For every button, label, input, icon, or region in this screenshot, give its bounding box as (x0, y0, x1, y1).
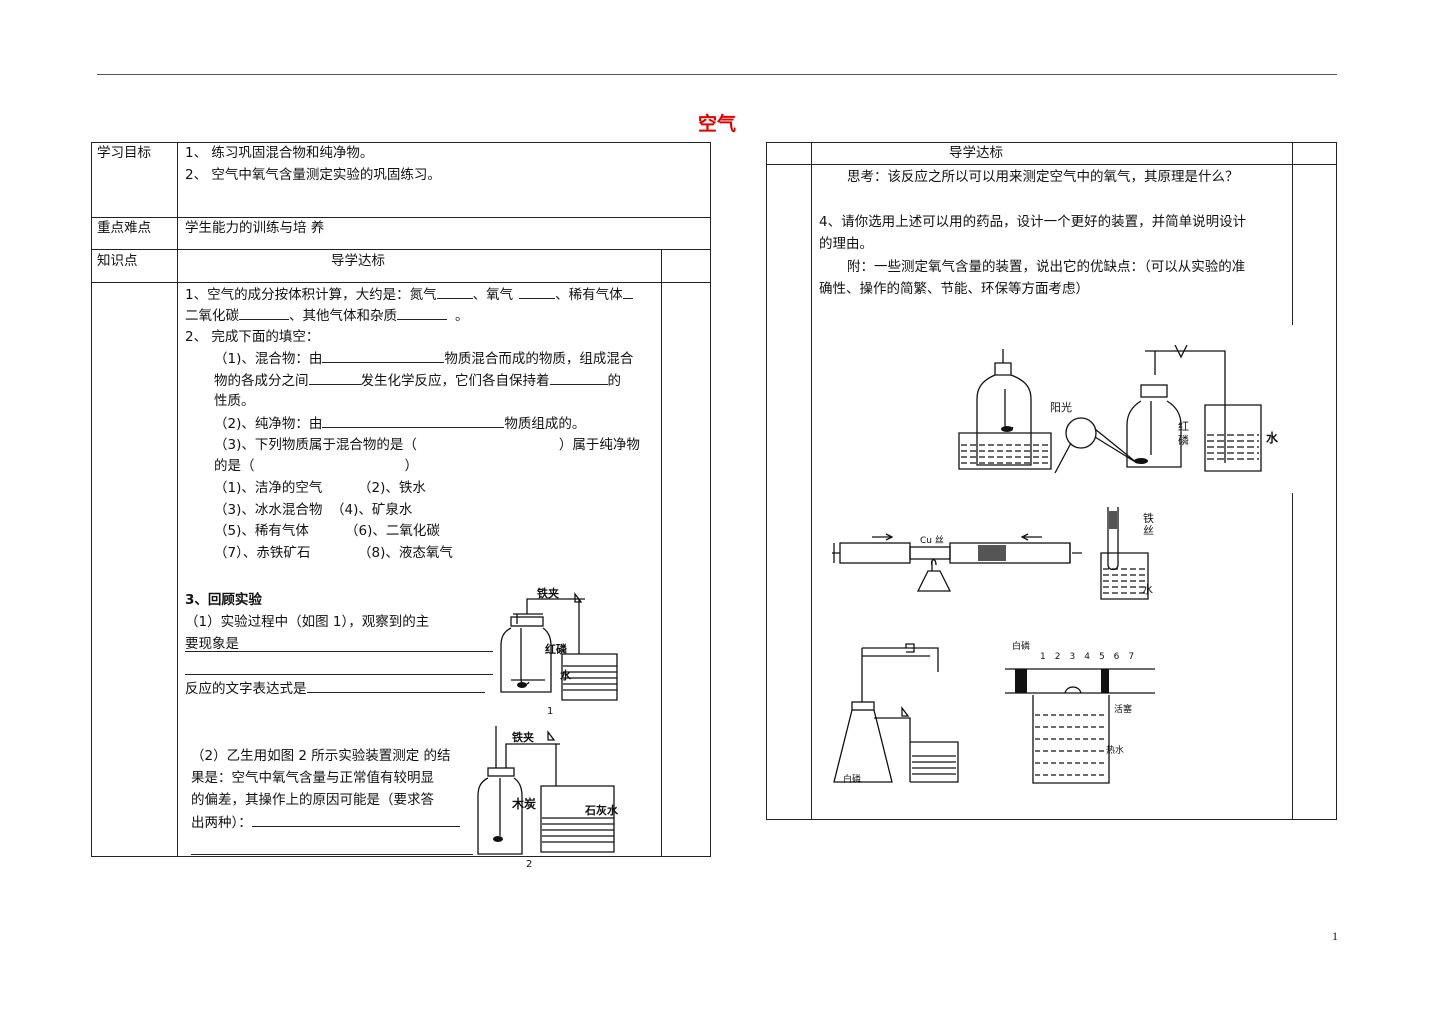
guide-header-right: 导学达标 (949, 145, 1003, 161)
q3-part1-line2: 要现象是 (185, 636, 239, 652)
option-6: （6)、二氧化碳 (345, 523, 440, 539)
q3-part2-line4: 出两种）： (191, 812, 460, 833)
label-goal: 学习目标 (97, 145, 151, 161)
figC-water-label: 水 (1142, 583, 1153, 596)
figC-iron-label-1: 铁 (1143, 512, 1154, 525)
goal-1: 1、 练习巩固混合物和纯净物。 (185, 145, 374, 161)
figA-sun-label: 阳光 (1050, 401, 1072, 414)
option-7: （7）、赤铁矿石 (214, 545, 311, 561)
fig1-water-label: 水 (560, 669, 571, 682)
option-3: （3)、冰水混合物 (214, 502, 323, 518)
page-number: 1 (1332, 929, 1338, 943)
fig2-charcoal-label: 木炭 (512, 797, 537, 811)
figE-piston-label: 活塞 (1114, 705, 1133, 715)
key-text: 学生能力的训练与培 养 (185, 220, 325, 236)
fig1-phosphorus-label: 红磷 (545, 643, 567, 656)
q3-part1-line1: （1）实验过程中（如图 1），观察到的主 (185, 614, 430, 630)
q4-line2: 的理由。 (819, 236, 873, 252)
q2-title: 2、 完成下面的填空： (185, 329, 320, 345)
fig2-limewater-label: 石灰水 (585, 804, 618, 817)
q2-mixture-3: 性质。 (214, 393, 255, 409)
q3-part2-line3: 的偏差，其操作上的原因可能是（要求答 (191, 792, 434, 808)
option-4: （4)、矿泉水 (331, 502, 413, 518)
figure-flask-white-phosphorus (833, 643, 959, 783)
q2-select-2: 的是（） (214, 458, 418, 474)
label-knowledge: 知识点 (97, 253, 138, 269)
think-question: 思考：该反应之所以可以用来测定空气中的氧气，其原理是什么？ (847, 169, 1239, 185)
option-2: （2)、铁水 (358, 480, 426, 496)
q2-select-1: （3)、下列物质属于混合物的是（）属于纯净物 (214, 437, 640, 453)
note-line1: 附：一些测定氧气含量的装置，说出它的优缺点：（可以从实验的准 (847, 259, 1246, 275)
figA-phos-label-2: 磷 (1178, 434, 1189, 447)
figA-phos-label-1: 红 (1178, 420, 1189, 433)
goal-2: 2、 空气中氧气含量测定实验的巩固练习。 (185, 167, 441, 183)
q1-line1: 1、空气的成分按体积计算，大约是：氮气、氧气、稀有气体 (185, 284, 633, 305)
q2-mixture-2: 物的各成分之间发生化学反应，它们各自保持着的 (214, 370, 621, 391)
answer-line (191, 854, 473, 855)
fig2-clamp-label: 铁夹 (512, 731, 534, 744)
figure-2-apparatus (477, 726, 615, 855)
q3-part2-line1: （2）乙生用如图 2 所示实验装置测定 的结 (191, 748, 451, 764)
figC-iron-label-2: 丝 (1143, 524, 1154, 537)
q3-title: 3、回顾实验 (185, 592, 262, 608)
note-line2: 确性、操作的简繁、节能、环保等方面考虑） (819, 281, 1089, 297)
option-8: （8)、液态氧气 (358, 545, 453, 561)
figure-piston-scale (1005, 668, 1155, 784)
figure-sunlight-apparatus (958, 345, 1262, 474)
answer-line (185, 674, 493, 675)
q4-line1: 4、请你选用上述可以用的药品，设计一个更好的装置，并简单说明设计 (819, 214, 1247, 230)
header-rule (97, 74, 1337, 75)
q3-part1-line3: 反应的文字表达式是 (185, 678, 485, 699)
fig1-clamp-label: 铁夹 (537, 587, 559, 600)
figE-wp-label: 白磷 (1012, 642, 1031, 652)
figA-water-label: 水 (1266, 431, 1279, 445)
page-title: 空气 (697, 113, 736, 135)
guide-header-left: 导学达标 (331, 253, 385, 269)
figure-copper-syringe (832, 533, 1082, 592)
figE-hot-water-label: 热水 (1106, 746, 1125, 756)
q1-line2: 二氧化碳、其他气体和杂质。 (185, 305, 469, 326)
option-1: （1)、洁净的空气 (214, 480, 323, 496)
q2-pure: （2)、纯净物：由物质组成的。 (214, 413, 585, 434)
figure-iron-wire (1100, 507, 1149, 600)
label-key: 重点难点 (97, 220, 151, 236)
fig2-caption: 2 (526, 859, 533, 870)
option-5: （5)、稀有气体 (214, 523, 309, 539)
figure-1-apparatus (500, 592, 618, 701)
q3-part2-line2: 果是：空气中氧气含量与正常值有较明显 (191, 770, 434, 786)
fig1-caption: 1 (547, 706, 554, 717)
q2-mixture-1: （1)、混合物：由物质混合而成的物质，组成混合 (214, 348, 633, 369)
figD-wp-label: 白磷 (843, 775, 862, 785)
answer-line (185, 651, 493, 652)
figB-cu-label: Cu 丝 (920, 536, 944, 546)
